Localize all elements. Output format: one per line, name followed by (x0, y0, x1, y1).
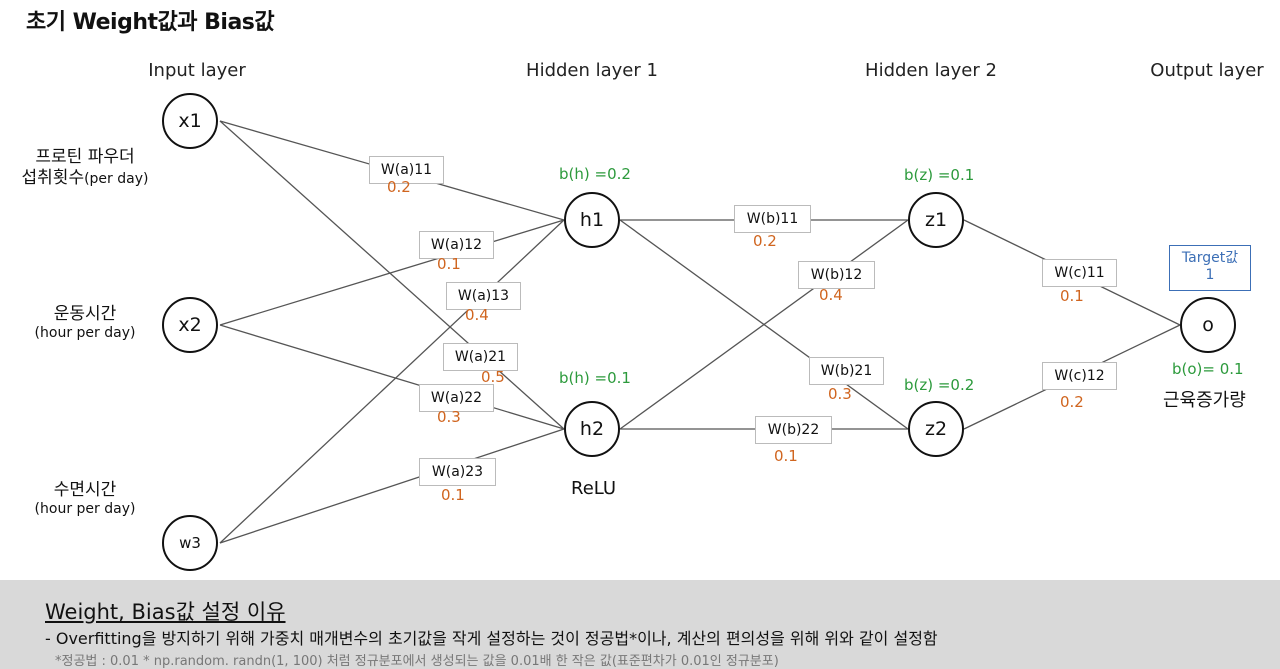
node-o: o (1180, 297, 1236, 353)
weight-box-a21: W(a)21 (443, 343, 518, 371)
node-h1: h1 (564, 192, 620, 248)
edge-x1-h2 (219, 120, 565, 430)
weight-value-b21: 0.3 (828, 385, 852, 403)
input-layer-label: Input layer (148, 60, 246, 81)
weight-value-c11: 0.1 (1060, 287, 1084, 305)
footer-footnote: *정공법 : 0.01 * np.random. randn(1, 100) 처… (55, 654, 779, 669)
footer-reason-text: - Overfitting을 방지하기 위해 가중치 매개변수의 초기값을 작게… (45, 629, 938, 648)
node-h2: h2 (564, 401, 620, 457)
weight-box-b12: W(b)12 (798, 261, 875, 289)
input-desc-x2: 운동시간 (hour per day) (35, 304, 136, 343)
hidden-layer-1-label: Hidden layer 1 (526, 60, 658, 81)
input-desc-x1-sub-prefix: 섭취횟수 (21, 168, 85, 189)
bias-z2: b(z) =0.2 (904, 376, 975, 394)
bias-h2: b(h) =0.1 (559, 369, 631, 387)
weight-value-b11: 0.2 (753, 232, 777, 250)
weight-value-b12: 0.4 (819, 286, 843, 304)
output-layer-label: Output layer (1150, 60, 1264, 81)
node-z2: z2 (908, 401, 964, 457)
weight-box-b22: W(b)22 (755, 416, 832, 444)
weight-value-b22: 0.1 (774, 447, 798, 465)
output-label: 근육증가량 (1163, 390, 1246, 411)
input-desc-x1: 프로틴 파우더 섭취횟수(per day) (22, 147, 149, 190)
edge-w3-h2 (219, 428, 565, 544)
edge-h2-z1 (619, 219, 909, 430)
input-desc-x1-main: 프로틴 파우더 (35, 147, 135, 167)
weight-box-b21: W(b)21 (809, 357, 884, 385)
weight-value-a13: 0.4 (465, 306, 489, 324)
input-desc-x2-sub: (hour per day) (34, 325, 136, 342)
node-x1: x1 (162, 93, 218, 149)
page-title: 초기 Weight값과 Bias값 (26, 10, 275, 35)
weight-box-c12: W(c)12 (1042, 362, 1117, 390)
target-label: Target값 (1181, 250, 1239, 266)
node-z1: z1 (908, 192, 964, 248)
bias-h1: b(h) =0.2 (559, 165, 631, 183)
input-desc-x2-main: 운동시간 (53, 304, 117, 324)
weight-box-a23: W(a)23 (419, 458, 496, 486)
weight-value-c12: 0.2 (1060, 393, 1084, 411)
target-box: Target값 1 (1169, 245, 1251, 291)
footer-heading: Weight, Bias값 설정 이유 (45, 600, 286, 624)
weight-box-a13: W(a)13 (446, 282, 521, 310)
weight-value-a23: 0.1 (441, 486, 465, 504)
input-desc-w3-sub: (hour per day) (34, 501, 136, 518)
weight-box-a12: W(a)12 (419, 231, 494, 259)
node-w3: w3 (162, 515, 218, 571)
weight-box-b11: W(b)11 (734, 205, 811, 233)
hidden-layer-2-label: Hidden layer 2 (865, 60, 997, 81)
weight-value-a22: 0.3 (437, 408, 461, 426)
weight-value-a11: 0.2 (387, 178, 411, 196)
weight-box-a11: W(a)11 (369, 156, 444, 184)
footer-note: Weight, Bias값 설정 이유 - Overfitting을 방지하기 … (0, 580, 1280, 669)
input-desc-w3: 수면시간 (hour per day) (35, 480, 136, 519)
weight-box-a22: W(a)22 (419, 384, 494, 412)
weight-box-c11: W(c)11 (1042, 259, 1117, 287)
weight-value-a21: 0.5 (481, 368, 505, 386)
input-desc-w3-main: 수면시간 (53, 480, 117, 500)
weight-value-a12: 0.1 (437, 255, 461, 273)
edge-x2-h1 (219, 219, 565, 326)
input-desc-x1-sub-line: 섭취횟수(per day) (22, 168, 149, 189)
edge-x2-h2 (219, 324, 565, 430)
activation-label: ReLU (571, 478, 617, 499)
bias-z1: b(z) =0.1 (904, 166, 975, 184)
target-value: 1 (1205, 267, 1215, 283)
bias-o: b(o)= 0.1 (1172, 360, 1244, 378)
input-desc-x1-sub: (per day) (84, 171, 149, 188)
node-x2: x2 (162, 297, 218, 353)
edge-w3-h1 (219, 219, 565, 544)
